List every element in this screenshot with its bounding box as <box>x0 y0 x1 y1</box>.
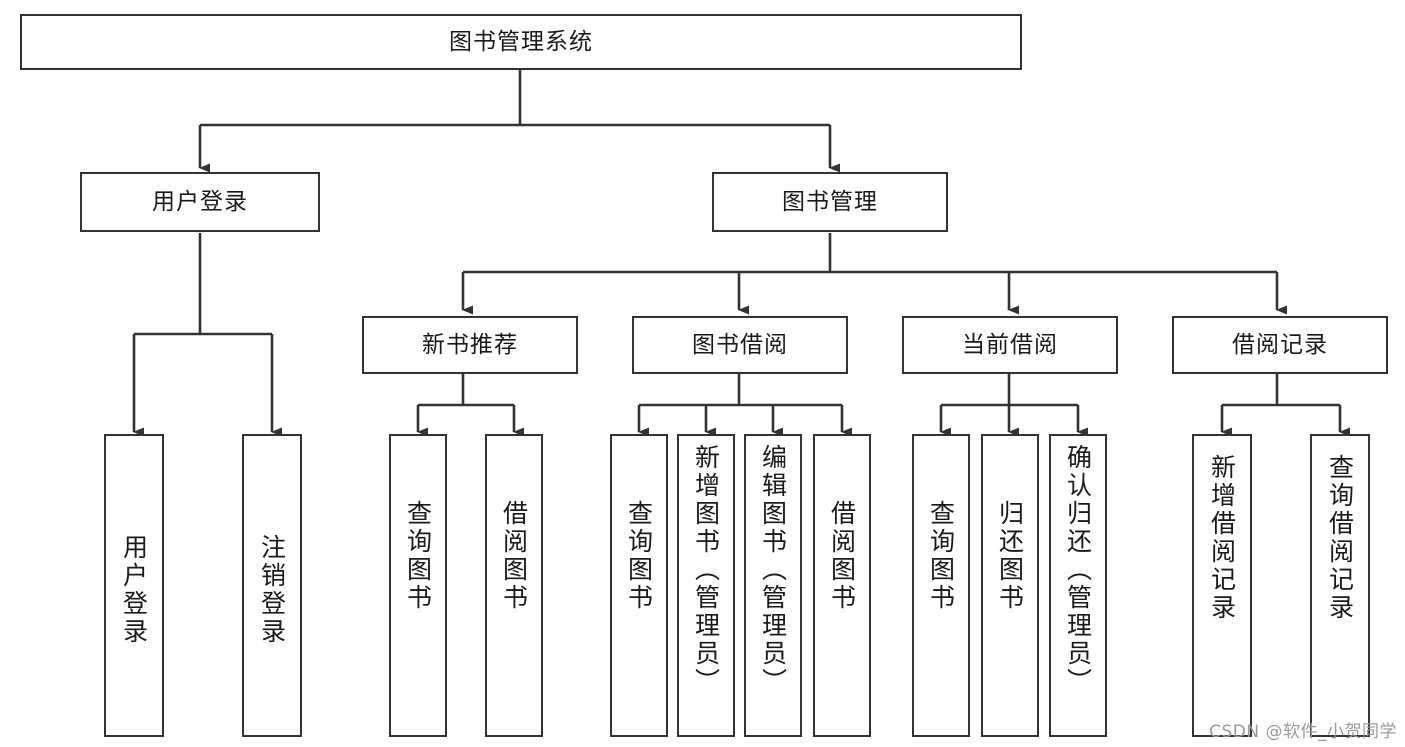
node-book-management-label: 图书管理 <box>782 188 878 215</box>
node-leaf-bb-edit-book[interactable]: 编辑图书（管理员） <box>744 434 802 737</box>
node-leaf-cb-confirm-return[interactable]: 确认归还（管理员） <box>1049 434 1107 737</box>
node-user-login-label: 用户登录 <box>152 188 248 215</box>
node-leaf-br-query-record-label: 查询借阅记录 <box>1325 454 1355 622</box>
node-new-book-recommend-label: 新书推荐 <box>422 331 518 358</box>
node-leaf-user-login-label: 用户登录 <box>119 534 149 646</box>
node-leaf-br-query-record[interactable]: 查询借阅记录 <box>1310 434 1370 737</box>
watermark-text: CSDN @软件_小贺同学 <box>1209 722 1397 742</box>
node-user-login[interactable]: 用户登录 <box>80 172 320 232</box>
node-leaf-bb-edit-book-label: 编辑图书（管理员） <box>758 444 788 696</box>
node-borrow-record[interactable]: 借阅记录 <box>1172 316 1388 374</box>
node-leaf-bb-add-book[interactable]: 新增图书（管理员） <box>677 434 735 737</box>
node-leaf-cb-query-book-label: 查询图书 <box>926 500 956 612</box>
node-leaf-bb-query-book-label: 查询图书 <box>624 500 654 612</box>
node-leaf-logout[interactable]: 注销登录 <box>242 434 302 737</box>
node-leaf-nb-borrow-book[interactable]: 借阅图书 <box>485 434 543 737</box>
node-book-borrow-label: 图书借阅 <box>692 331 788 358</box>
node-leaf-br-add-record-label: 新增借阅记录 <box>1207 454 1237 622</box>
node-leaf-cb-query-book[interactable]: 查询图书 <box>912 434 970 737</box>
node-leaf-cb-confirm-return-label: 确认归还（管理员） <box>1063 444 1093 696</box>
node-leaf-cb-return-book[interactable]: 归还图书 <box>981 434 1039 737</box>
node-leaf-bb-add-book-label: 新增图书（管理员） <box>691 444 721 696</box>
node-current-borrow-label: 当前借阅 <box>962 331 1058 358</box>
node-book-borrow[interactable]: 图书借阅 <box>632 316 848 374</box>
node-root-label: 图书管理系统 <box>449 28 593 55</box>
node-leaf-nb-query-book-label: 查询图书 <box>403 500 433 612</box>
node-leaf-user-login[interactable]: 用户登录 <box>104 434 164 737</box>
node-book-management[interactable]: 图书管理 <box>712 172 948 232</box>
node-leaf-bb-borrow-book[interactable]: 借阅图书 <box>813 434 871 737</box>
node-root[interactable]: 图书管理系统 <box>20 14 1022 70</box>
node-current-borrow[interactable]: 当前借阅 <box>902 316 1118 374</box>
node-leaf-bb-borrow-book-label: 借阅图书 <box>827 500 857 612</box>
node-borrow-record-label: 借阅记录 <box>1232 331 1328 358</box>
node-leaf-nb-query-book[interactable]: 查询图书 <box>389 434 447 737</box>
node-leaf-bb-query-book[interactable]: 查询图书 <box>610 434 668 737</box>
node-leaf-br-add-record[interactable]: 新增借阅记录 <box>1192 434 1252 737</box>
node-leaf-nb-borrow-book-label: 借阅图书 <box>499 500 529 612</box>
node-new-book-recommend[interactable]: 新书推荐 <box>362 316 578 374</box>
node-leaf-cb-return-book-label: 归还图书 <box>995 500 1025 612</box>
node-leaf-logout-label: 注销登录 <box>257 534 287 646</box>
